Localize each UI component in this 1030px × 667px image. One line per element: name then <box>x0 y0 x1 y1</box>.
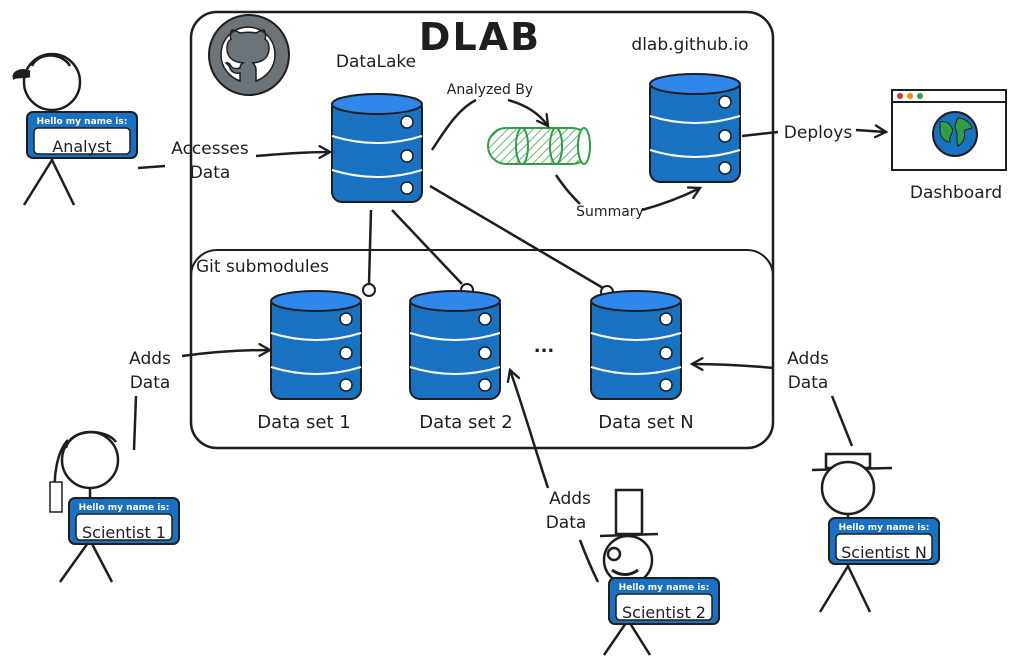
analysis-pipeline-icon <box>487 127 591 165</box>
diagram-title: DLAB <box>419 15 541 59</box>
name-tag-header: Hello my name is: <box>37 117 128 127</box>
deploys-label: Deploys <box>784 123 853 143</box>
submodules-container <box>190 249 774 449</box>
analyzed-by-label: Analyzed By <box>447 82 533 98</box>
link-datalake-ds1 <box>367 209 373 285</box>
adds-data-2-arrow <box>510 370 550 489</box>
link-datalake-ds2 <box>391 209 463 285</box>
scientist-2-figure <box>599 488 659 656</box>
accesses-data-arrow-head <box>255 152 330 156</box>
dataset-label: Data set 2 <box>419 412 512 433</box>
ellipsis: ... <box>534 336 555 357</box>
summary-label: Summary <box>576 204 644 220</box>
adds-data-1-arrow <box>181 350 270 358</box>
dataset-1-database-icon <box>270 290 362 400</box>
site-database-icon <box>649 73 741 183</box>
adds-label: Adds <box>787 349 829 369</box>
adds-data-1-line <box>132 395 138 451</box>
accesses-label: Accesses <box>171 139 249 159</box>
name-tag-header: Hello my name is: <box>79 503 170 513</box>
dataset-label: Data set 1 <box>257 412 350 433</box>
deploys-arrow <box>741 130 779 138</box>
dataset-2-database-icon <box>409 290 501 400</box>
dashboard-label: Dashboard <box>910 183 1002 203</box>
datalake-database-icon <box>331 93 423 203</box>
site-url: dlab.github.io <box>631 35 748 55</box>
submodules-label: Git submodules <box>196 257 329 277</box>
adds-label: Data <box>546 513 587 533</box>
globe-icon <box>932 111 978 157</box>
accesses-label: Data <box>190 163 231 183</box>
adds-data-n-line <box>830 395 854 447</box>
datalake-label: DataLake <box>336 52 416 72</box>
accesses-data-arrow <box>137 164 166 170</box>
adds-label: Data <box>130 373 171 393</box>
link-datalake-dsn <box>429 184 604 290</box>
adds-label: Adds <box>549 489 591 509</box>
analyzed-by-arrow <box>430 98 477 151</box>
analyst-name: Analyst <box>52 137 111 156</box>
summary-arrow <box>554 174 581 205</box>
adds-label: Adds <box>129 349 171 369</box>
summary-arrow-head <box>641 188 700 212</box>
adds-label: Data <box>788 373 829 393</box>
adds-data-n-arrow <box>692 364 775 368</box>
name-tag-header: Hello my name is: <box>619 583 710 593</box>
dataset-label: Data set N <box>598 412 693 433</box>
scientist-2-name: Scientist 2 <box>622 603 706 622</box>
dataset-n-database-icon <box>590 290 682 400</box>
deploys-arrow-head <box>855 130 886 132</box>
scientist-1-name: Scientist 1 <box>82 523 166 542</box>
github-icon <box>208 14 290 96</box>
scientist-n-name: Scientist N <box>841 543 927 562</box>
analyzed-by-arrow-head <box>507 98 548 126</box>
scientist-n-figure <box>811 452 893 613</box>
name-tag-header: Hello my name is: <box>839 523 930 533</box>
dashboard-window-icon <box>891 89 1007 171</box>
adds-data-2-line <box>578 539 600 583</box>
